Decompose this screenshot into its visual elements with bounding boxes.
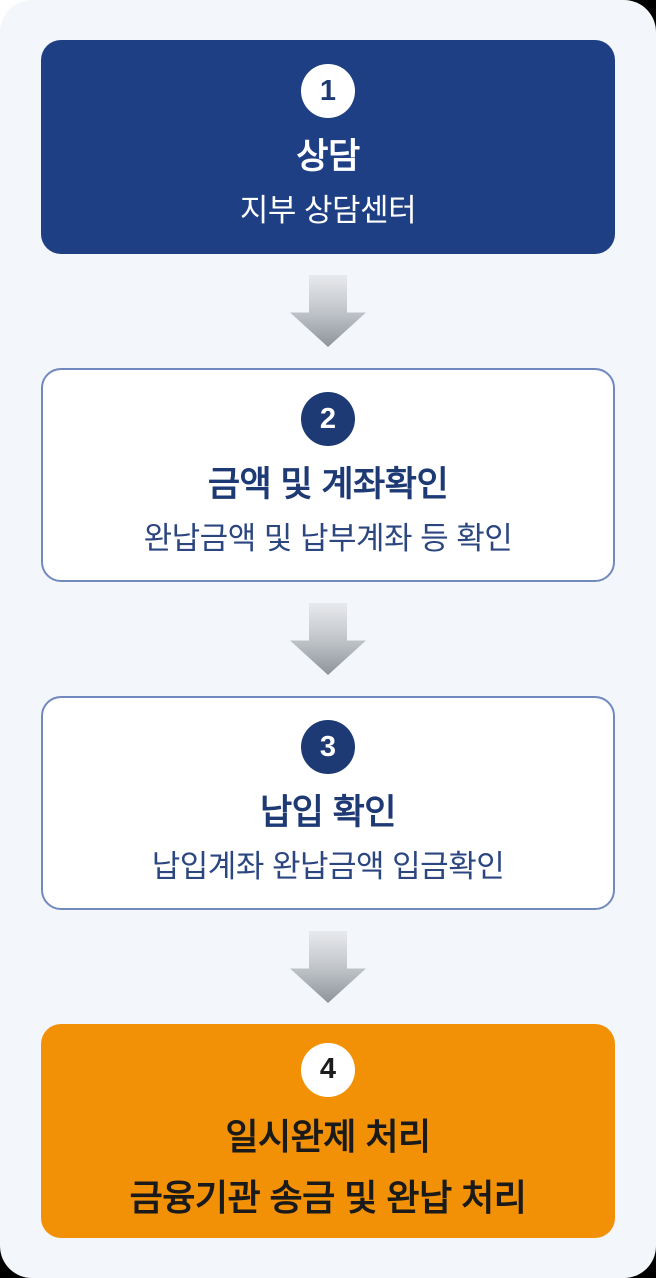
step-title: 납입 확인 xyxy=(259,793,397,833)
arrow-gap xyxy=(41,910,615,1024)
step-number: 2 xyxy=(319,402,337,435)
step-card-1: 1 상담 지부 상담센터 xyxy=(41,40,615,254)
step-subtitle: 금융기관 송금 및 완납 처리 xyxy=(129,1177,527,1218)
step-number-badge: 2 xyxy=(301,392,355,447)
step-title: 상담 xyxy=(296,137,360,177)
step-subtitle: 지부 상담센터 xyxy=(239,193,417,229)
step-card-2: 2 금액 및 계좌확인 완납금액 및 납부계좌 등 확인 xyxy=(41,368,615,582)
down-arrow-icon xyxy=(290,603,366,675)
step-subtitle: 납입계좌 완납금액 입금확인 xyxy=(151,849,505,885)
step-card-3: 3 납입 확인 납입계좌 완납금액 입금확인 xyxy=(41,696,615,910)
step-card-4: 4 일시완제 처리 금융기관 송금 및 완납 처리 xyxy=(41,1024,615,1238)
down-arrow-icon xyxy=(290,275,366,347)
arrow-gap xyxy=(41,582,615,696)
step-subtitle: 완납금액 및 납부계좌 등 확인 xyxy=(143,521,513,557)
step-number: 4 xyxy=(319,1053,337,1086)
step-title: 금액 및 계좌확인 xyxy=(207,465,449,505)
step-number-badge: 1 xyxy=(301,64,355,119)
step-number: 3 xyxy=(319,730,337,763)
down-arrow-icon xyxy=(290,931,366,1003)
step-number-badge: 3 xyxy=(301,720,355,775)
step-number-badge: 4 xyxy=(301,1042,355,1097)
arrow-gap xyxy=(41,254,615,368)
step-title: 일시완제 처리 xyxy=(225,1115,431,1157)
step-number: 1 xyxy=(319,74,337,107)
